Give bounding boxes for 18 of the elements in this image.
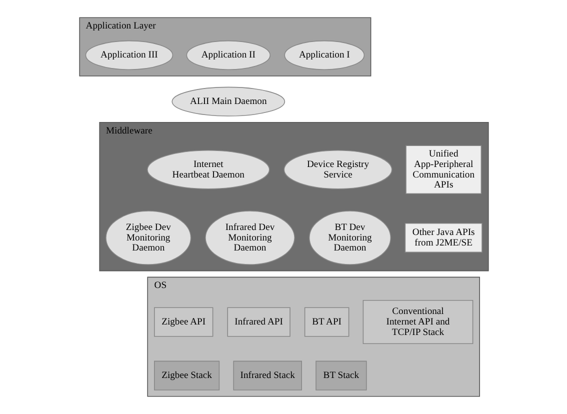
node-ellipse: Application III bbox=[84, 40, 173, 70]
node-box: Unified App-Peripheral Communication APIs bbox=[405, 145, 482, 194]
node-box: Conventional Internet API and TCP/IP Stack bbox=[362, 300, 473, 344]
node-ellipse: Application I bbox=[284, 40, 364, 70]
node-ellipse: ALII Main Daemon bbox=[171, 86, 285, 116]
node-box: Zigbee API bbox=[154, 307, 213, 337]
node-box: Infrared Stack bbox=[232, 360, 302, 390]
node-ellipse: Zigbee Dev Monitoring Daemon bbox=[105, 210, 191, 265]
node-box: Zigbee Stack bbox=[154, 360, 220, 390]
node-box: Infrared API bbox=[226, 307, 290, 337]
node-box: BT Stack bbox=[315, 360, 366, 390]
node-ellipse: BT Dev Monitoring Daemon bbox=[308, 210, 391, 265]
node-ellipse: Infrared Dev Monitoring Daemon bbox=[204, 210, 294, 265]
node-box: BT API bbox=[304, 307, 349, 337]
node-ellipse: Device Registry Service bbox=[283, 150, 392, 190]
node-ellipse: Internet Heartbeat Daemon bbox=[146, 150, 270, 190]
node-box: Other Java APIs from J2ME/SE bbox=[404, 223, 482, 253]
node-ellipse: Application II bbox=[186, 40, 270, 70]
